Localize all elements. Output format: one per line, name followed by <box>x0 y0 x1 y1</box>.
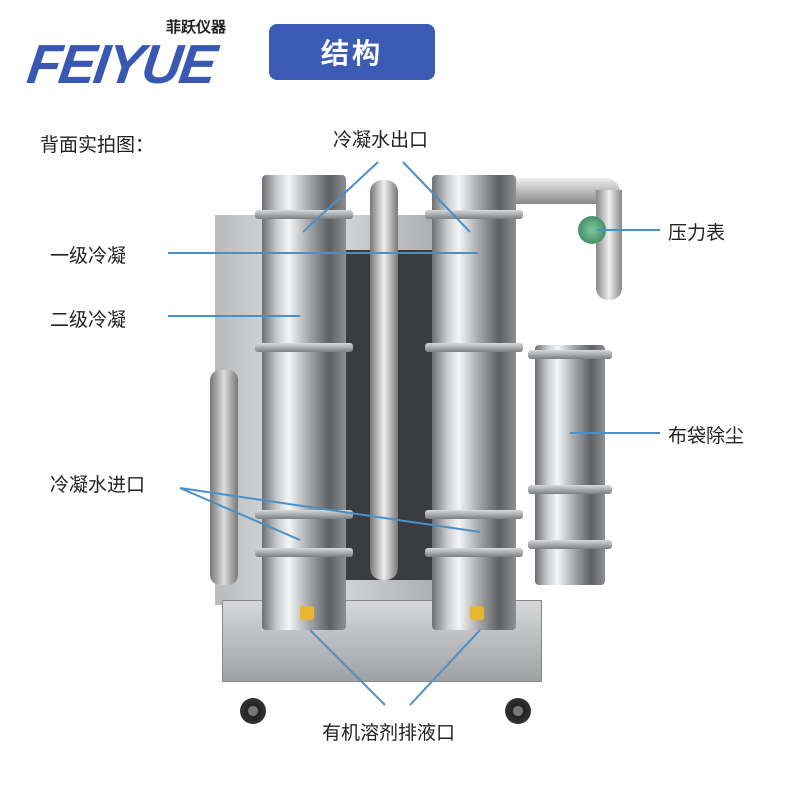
label-bag-filter: 布袋除尘 <box>668 425 745 447</box>
clamp-band <box>425 343 523 352</box>
clamp-band <box>255 210 353 219</box>
label-primary-condenser: 一级冷凝 <box>50 245 127 267</box>
clamp-band <box>255 548 353 557</box>
leader-line <box>179 487 481 533</box>
label-condensate-outlet: 冷凝水出口 <box>333 129 429 151</box>
photo-caption: 背面实拍图： <box>40 134 155 156</box>
clamp-band <box>425 510 523 519</box>
clamp-band <box>255 510 353 519</box>
leader-line <box>302 161 379 233</box>
leader-line <box>179 487 301 541</box>
leader-line <box>402 161 471 233</box>
clamp-band <box>528 485 612 494</box>
drain-valve-icon <box>300 606 314 620</box>
clamp-band <box>528 540 612 549</box>
side-pipe <box>210 370 238 585</box>
clamp-band <box>255 343 353 352</box>
label-solvent-drain: 有机溶剂排液口 <box>322 722 456 744</box>
drain-valve-icon <box>470 606 484 620</box>
leader-line <box>309 629 386 706</box>
label-pressure-gauge: 压力表 <box>668 222 726 244</box>
label-condensate-inlet: 冷凝水进口 <box>50 474 146 496</box>
clamp-band <box>528 350 612 359</box>
gauge-pipe <box>596 190 622 300</box>
brand-name-cn: 菲跃仪器 <box>166 18 227 36</box>
caster-wheel <box>240 698 266 724</box>
connecting-pipe <box>370 180 398 580</box>
label-secondary-condenser: 二级冷凝 <box>50 309 127 331</box>
leader-line <box>409 629 481 706</box>
caster-wheel <box>505 698 531 724</box>
section-title-button[interactable]: 结构 <box>269 24 435 80</box>
clamp-band <box>425 548 523 557</box>
clamp-band <box>425 210 523 219</box>
